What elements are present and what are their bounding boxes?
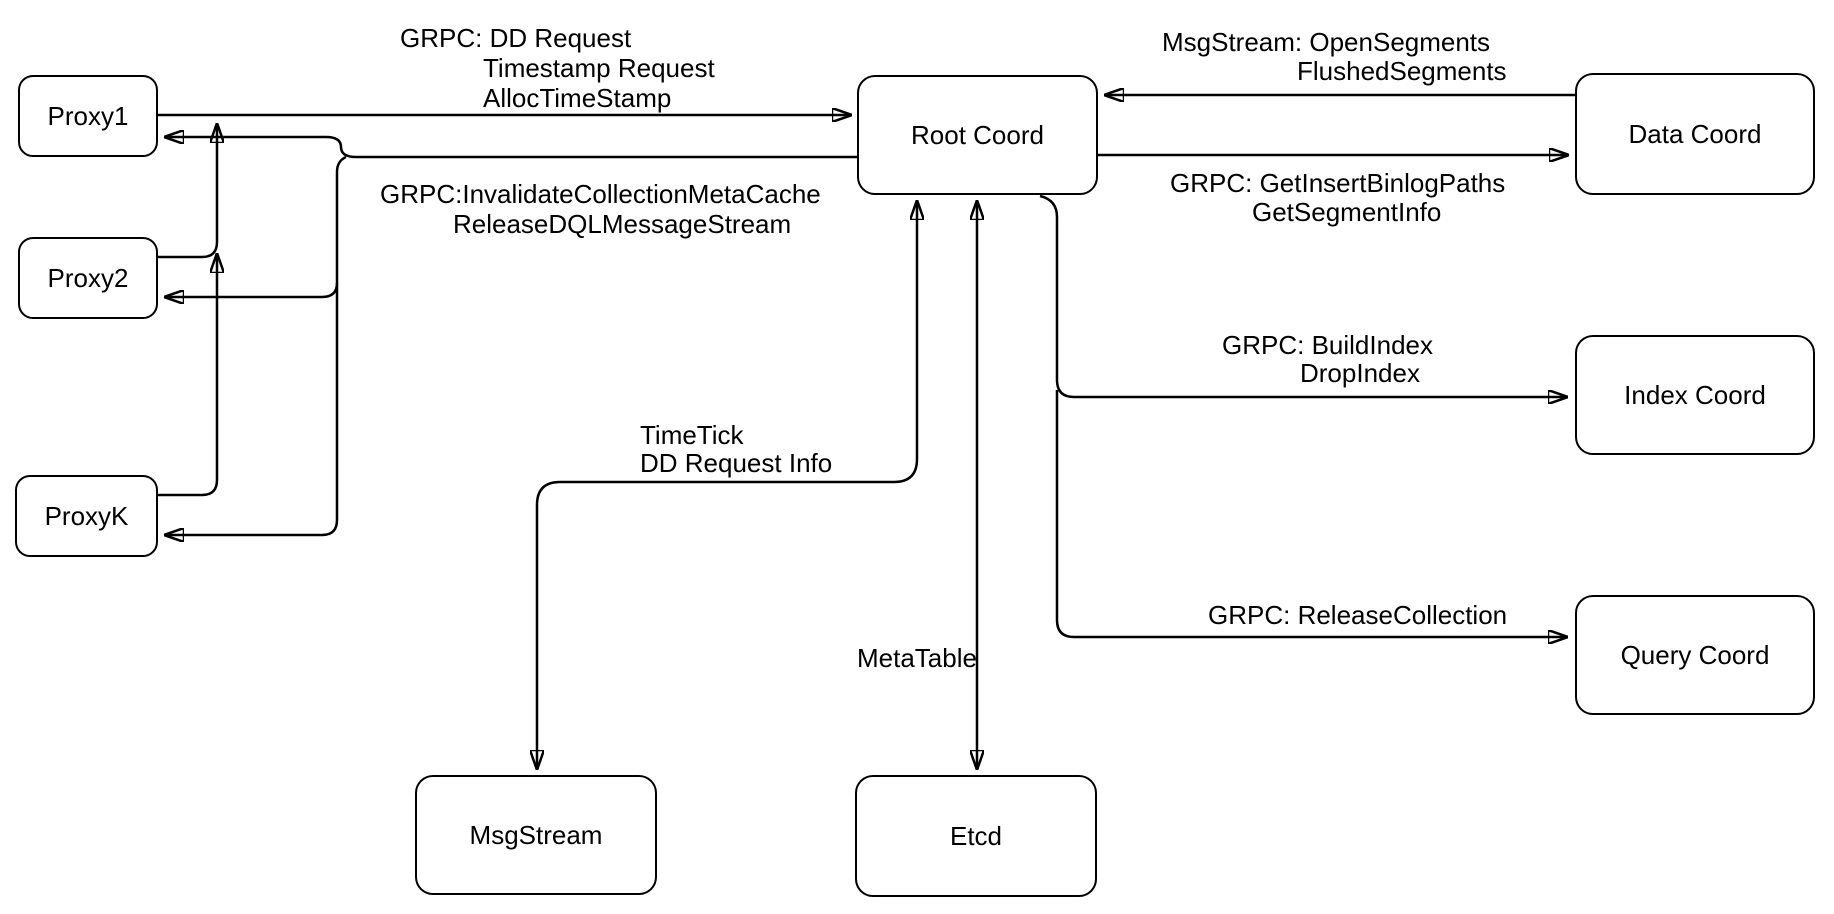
edge-label-root-to-index-line1: GRPC: BuildIndex	[1222, 330, 1433, 360]
node-data-coord-label: Data Coord	[1628, 118, 1762, 149]
edge-root-to-proxyk-line	[165, 155, 347, 535]
node-root-coord: Root Coord	[857, 75, 1098, 195]
node-etcd: Etcd	[855, 775, 1097, 897]
node-proxy2: Proxy2	[18, 237, 158, 319]
node-msgstream: MsgStream	[415, 775, 657, 895]
edge-label-root-to-data-line1: GRPC: GetInsertBinlogPaths	[1170, 168, 1506, 198]
node-msgstream-label: MsgStream	[469, 819, 603, 850]
edge-root-to-proxy1-line	[165, 137, 857, 159]
node-data-coord: Data Coord	[1575, 73, 1815, 195]
edge-label-proxies-to-root-line3: AllocTimeStamp	[483, 83, 672, 113]
edge-root-to-index-line	[1039, 194, 1567, 397]
edge-label-metatable-line1: MetaTable	[857, 643, 977, 673]
node-proxyk: ProxyK	[15, 475, 158, 557]
node-etcd-label: Etcd	[949, 820, 1003, 851]
edge-label-root-to-index-line2: DropIndex	[1300, 358, 1420, 388]
edge-label-data-to-root-line1: MsgStream: OpenSegments	[1162, 27, 1491, 57]
node-index-coord: Index Coord	[1575, 335, 1815, 455]
edge-label-data-to-root-line2: FlushedSegments	[1297, 56, 1507, 86]
edge-label-timetick-line2: DD Request Info	[640, 448, 833, 478]
node-root-coord-label: Root Coord	[911, 119, 1044, 150]
node-proxy2-label: Proxy2	[47, 262, 129, 293]
node-query-coord-label: Query Coord	[1620, 639, 1770, 670]
edge-label-root-to-query-line1: GRPC: ReleaseCollection	[1208, 600, 1508, 630]
edge-label-proxies-to-root-line1: GRPC: DD Request	[400, 23, 632, 53]
edge-root-to-proxy2-line	[165, 282, 339, 297]
node-proxyk-label: ProxyK	[44, 500, 129, 531]
edge-label-root-to-proxies-line1: GRPC:InvalidateCollectionMetaCache	[380, 179, 821, 209]
edge-root-to-query-line	[1055, 390, 1567, 637]
edge-proxy2-up-line	[158, 124, 217, 259]
edge-label-root-to-data-line2: GetSegmentInfo	[1252, 197, 1442, 227]
edge-label-timetick-line1: TimeTick	[640, 420, 744, 450]
edge-label-proxies-to-root-line2: Timestamp Request	[483, 53, 715, 83]
edge-root-msgstream-line	[537, 201, 917, 769]
edge-label-root-to-proxies-line2: ReleaseDQLMessageStream	[453, 209, 792, 239]
node-query-coord: Query Coord	[1575, 595, 1815, 715]
node-index-coord-label: Index Coord	[1624, 379, 1766, 410]
node-proxy1-label: Proxy1	[47, 100, 129, 131]
edge-proxyk-up-line	[158, 254, 217, 497]
node-proxy1: Proxy1	[18, 75, 158, 157]
